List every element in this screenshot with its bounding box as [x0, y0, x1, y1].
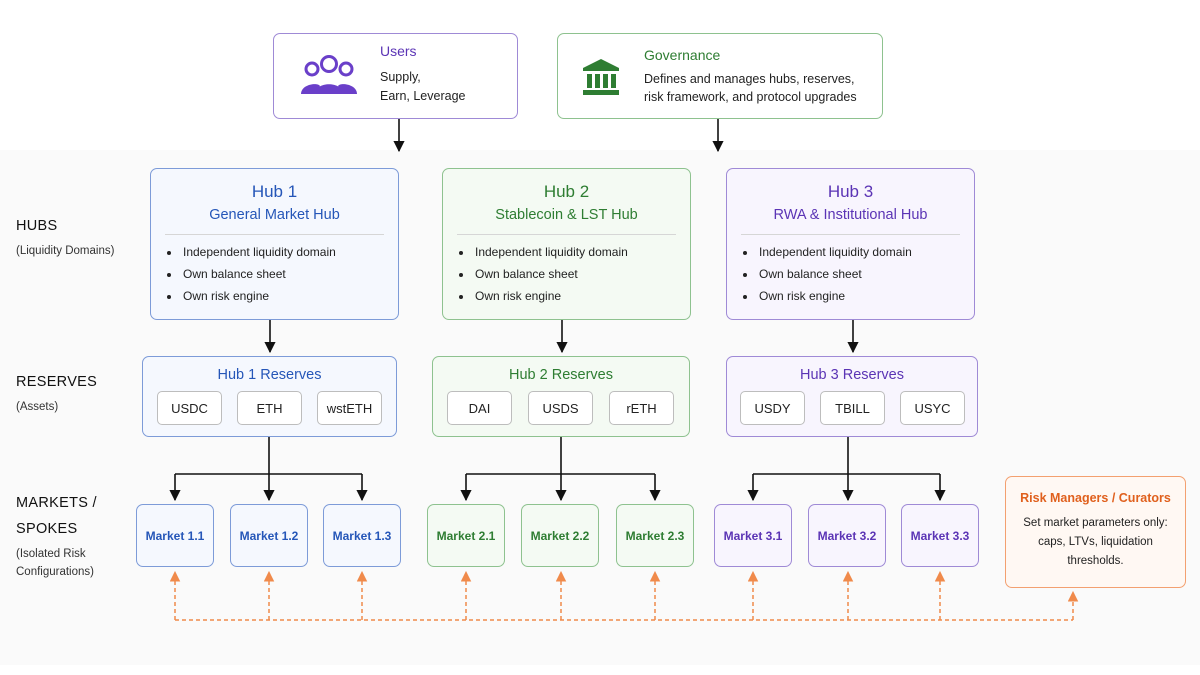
users-icon: [300, 54, 358, 103]
hub-1-divider: [165, 234, 384, 235]
hub-2-reserves-title: Hub 2 Reserves: [509, 367, 613, 383]
hub-2-divider: [457, 234, 676, 235]
hub-1-bullet: Independent liquidity domain: [181, 241, 336, 263]
market-1-1: Market 1.1: [136, 504, 214, 567]
asset-chip-eth: ETH: [237, 391, 302, 425]
hub-1-subtitle: General Market Hub: [209, 207, 340, 223]
hub-1-bullet: Own balance sheet: [181, 263, 336, 285]
market-2-2: Market 2.2: [521, 504, 599, 567]
governance-line-2: risk framework, and protocol upgrades: [644, 90, 857, 104]
side-label-markets-1: MARKETS /: [16, 495, 97, 511]
risk-managers-line-1: Set market parameters only:: [1023, 517, 1168, 529]
hub-2-reserves-box: Hub 2 Reserves DAI USDS rETH: [432, 356, 690, 437]
side-label-markets-sub-2: Configurations): [16, 566, 94, 578]
asset-chip-tbill: TBILL: [820, 391, 885, 425]
side-label-hubs: HUBS: [16, 218, 58, 234]
market-3-2: Market 3.2: [808, 504, 886, 567]
hub-1-bullet: Own risk engine: [181, 285, 336, 307]
governance-box: Governance Defines and manages hubs, res…: [557, 33, 883, 119]
side-label-hubs-sub: (Liquidity Domains): [16, 245, 115, 257]
hub-2-bullet: Own risk engine: [473, 285, 628, 307]
hub-1-reserves-title: Hub 1 Reserves: [217, 367, 322, 383]
users-box: Users Supply, Earn, Leverage: [273, 33, 518, 119]
hub-3-title: Hub 3: [827, 182, 874, 201]
hub-3-bullets: Independent liquidity domain Own balance…: [757, 241, 912, 307]
hub-3-bullet: Own balance sheet: [757, 263, 912, 285]
market-1-2: Market 1.2: [230, 504, 308, 567]
side-label-markets-2: SPOKES: [16, 521, 78, 537]
market-3-1: Market 3.1: [714, 504, 792, 567]
asset-chip-usdc: USDC: [157, 391, 222, 425]
hub-2-subtitle: Stablecoin & LST Hub: [495, 207, 638, 223]
hub-2-box: Hub 2 Stablecoin & LST Hub Independent l…: [442, 168, 691, 320]
asset-chip-usyc: USYC: [900, 391, 965, 425]
hub-3-reserves-box: Hub 3 Reserves USDY TBILL USYC: [726, 356, 978, 437]
risk-managers-title: Risk Managers / Curators: [1020, 491, 1171, 505]
hub-3-bullet: Own risk engine: [757, 285, 912, 307]
asset-chip-usdy: USDY: [740, 391, 805, 425]
governance-title: Governance: [644, 47, 721, 63]
users-line-1: Supply,: [380, 70, 421, 84]
hub-1-title: Hub 1: [251, 182, 298, 201]
market-1-3: Market 1.3: [323, 504, 401, 567]
asset-chip-reth: rETH: [609, 391, 674, 425]
hub-1-box: Hub 1 General Market Hub Independent liq…: [150, 168, 399, 320]
hub-2-bullet: Independent liquidity domain: [473, 241, 628, 263]
hub-3-reserves-title: Hub 3 Reserves: [800, 367, 904, 383]
side-label-reserves: RESERVES: [16, 374, 98, 390]
hub-2-title: Hub 2: [543, 182, 590, 201]
side-label-markets-sub-1: (Isolated Risk: [16, 548, 86, 560]
users-title: Users: [380, 43, 417, 59]
risk-managers-box: Risk Managers / Curators Set market para…: [1005, 476, 1186, 588]
hub-2-bullet: Own balance sheet: [473, 263, 628, 285]
market-3-3: Market 3.3: [901, 504, 979, 567]
market-2-1: Market 2.1: [427, 504, 505, 567]
asset-chip-wsteth: wstETH: [317, 391, 382, 425]
bank-icon: [581, 58, 621, 101]
hub-3-subtitle: RWA & Institutional Hub: [773, 207, 928, 223]
hub-3-divider: [741, 234, 960, 235]
governance-line-1: Defines and manages hubs, reserves,: [644, 72, 855, 86]
hub-3-bullet: Independent liquidity domain: [757, 241, 912, 263]
side-label-reserves-sub: (Assets): [16, 401, 59, 413]
users-line-2: Earn, Leverage: [380, 89, 466, 103]
hub-1-bullets: Independent liquidity domain Own balance…: [181, 241, 336, 307]
risk-managers-line-3: thresholds.: [1067, 555, 1124, 567]
risk-managers-line-2: caps, LTVs, liquidation: [1038, 536, 1153, 548]
hub-3-box: Hub 3 RWA & Institutional Hub Independen…: [726, 168, 975, 320]
asset-chip-usds: USDS: [528, 391, 593, 425]
hub-2-bullets: Independent liquidity domain Own balance…: [473, 241, 628, 307]
market-2-3: Market 2.3: [616, 504, 694, 567]
asset-chip-dai: DAI: [447, 391, 512, 425]
hub-1-reserves-box: Hub 1 Reserves USDC ETH wstETH: [142, 356, 397, 437]
